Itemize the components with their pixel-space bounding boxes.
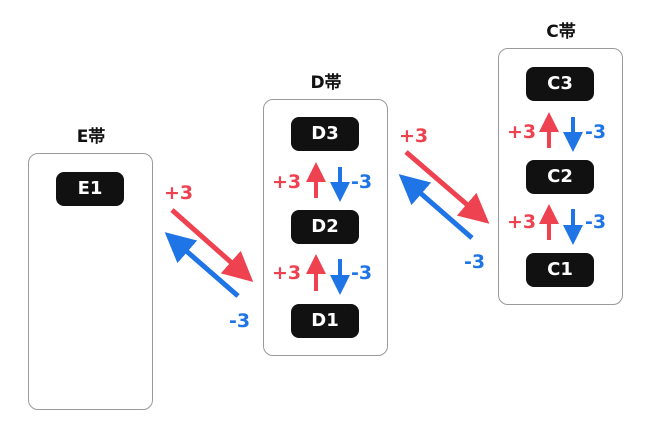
arrow-d1-to-e1-down [164, 232, 240, 298]
label-d2-d1-minus: -3 [351, 262, 373, 284]
level-d3: D3 [291, 117, 359, 151]
label-c1-c2-plus: +3 [507, 211, 537, 233]
level-c2: C2 [526, 160, 594, 194]
label-d3-d2-minus: -3 [351, 171, 373, 193]
label-e-to-d-plus: +3 [164, 182, 194, 204]
label-c-to-d-minus: -3 [464, 251, 486, 273]
arrow-d3-to-c1-up [404, 150, 490, 224]
label-c2-c1-minus: -3 [585, 211, 607, 233]
label-d-to-c-plus: +3 [399, 125, 429, 147]
label-c2-c3-plus: +3 [507, 121, 537, 143]
level-d1: D1 [291, 304, 359, 338]
label-d-to-e-minus: -3 [229, 310, 251, 332]
level-d2: D2 [291, 210, 359, 244]
label-c3-c2-minus: -3 [585, 121, 607, 143]
arrow-c1-to-d3-down [398, 174, 474, 240]
label-d2-d3-plus: +3 [272, 171, 302, 193]
label-d1-d2-plus: +3 [272, 262, 302, 284]
band-c-title: C帯 [546, 22, 576, 42]
level-c3: C3 [526, 67, 594, 101]
band-e-title: E帯 [76, 127, 106, 147]
arrow-e1-to-d1-up [170, 208, 254, 282]
level-c1: C1 [526, 253, 594, 287]
level-e1: E1 [56, 172, 124, 206]
band-d-title: D帯 [310, 73, 342, 93]
